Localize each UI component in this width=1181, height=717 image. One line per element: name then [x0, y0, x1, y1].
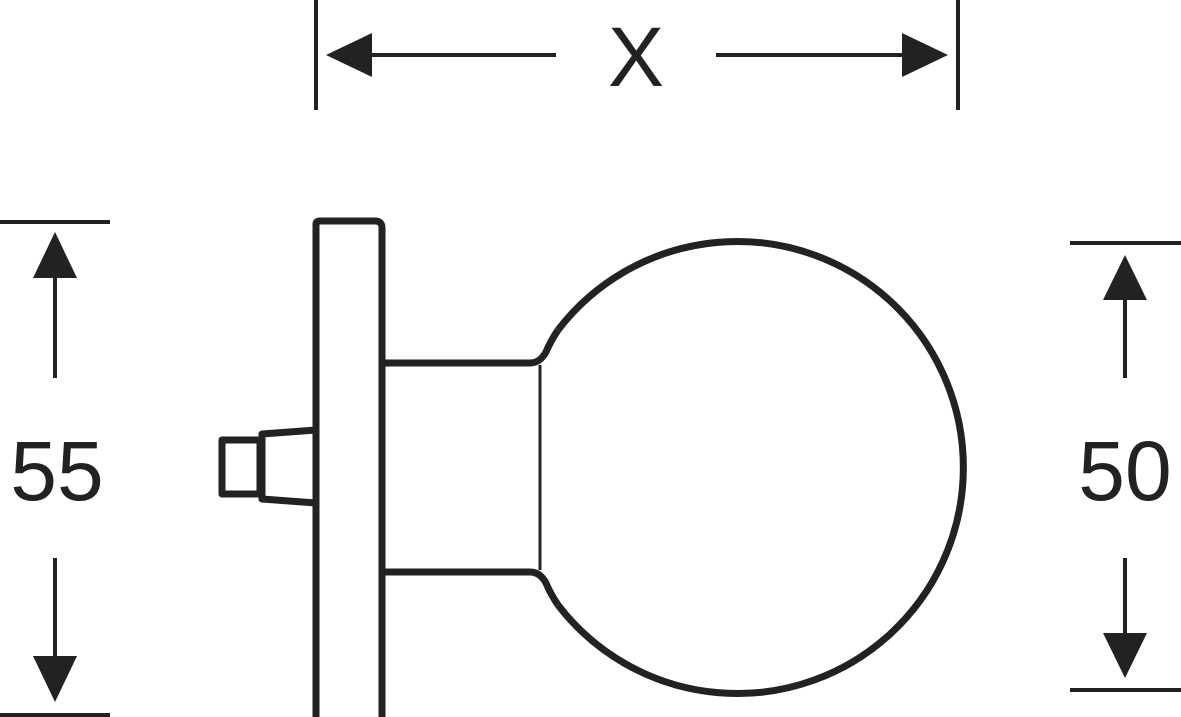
rose-plate — [312, 217, 386, 717]
spindle-taper — [258, 426, 317, 507]
arrow-up-icon — [1103, 255, 1147, 300]
knob-ball — [555, 238, 967, 697]
rose-height-dimension: 55 — [0, 220, 110, 717]
spindle-square — [218, 436, 264, 498]
knob-neck — [382, 328, 561, 607]
arrow-up-icon — [33, 232, 77, 278]
spindle — [218, 426, 317, 507]
neck-top — [382, 328, 561, 367]
knob-diameter-label: 50 — [1078, 424, 1171, 518]
width-label: X — [608, 10, 664, 104]
arrow-left-icon — [326, 33, 372, 77]
width-dimension: X — [314, 0, 960, 110]
neck-bottom — [382, 568, 561, 607]
arrow-down-icon — [1103, 633, 1147, 678]
arrow-down-icon — [33, 656, 77, 702]
arrow-right-icon — [902, 33, 948, 77]
knob-diameter-dimension: 50 — [1070, 241, 1181, 692]
rose-height-label: 55 — [10, 424, 103, 518]
